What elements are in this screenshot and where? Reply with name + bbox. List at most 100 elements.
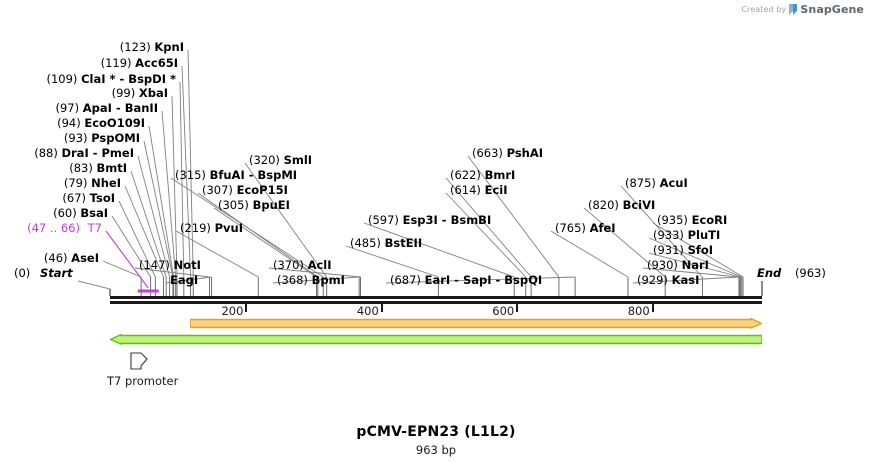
enzyme-name: Acc65I — [135, 56, 178, 70]
ruler-tick-label: 200 — [221, 304, 244, 318]
enzyme-name: BsaI — [80, 206, 108, 220]
enzyme-position: (88) — [34, 146, 58, 160]
enzyme-position: (765) — [555, 221, 586, 235]
t7-promoter-glyph-icon[interactable] — [130, 348, 148, 370]
feature-arrow-shape[interactable] — [110, 334, 762, 345]
enzyme-position: (307) — [202, 183, 233, 197]
enzyme-position: (931) — [653, 243, 684, 257]
enzyme-name: BstEII — [384, 236, 423, 250]
enzyme-position: (320) — [249, 153, 280, 167]
enzyme-label[interactable]: (929) KasI — [637, 274, 699, 286]
enzyme-position: (315) — [175, 168, 206, 182]
enzyme-position: (305) — [218, 198, 249, 212]
enzyme-label[interactable]: (622) BmrI — [450, 169, 515, 181]
green-feature-arrow[interactable] — [110, 334, 762, 345]
enzyme-name: EcoP15I — [236, 183, 288, 197]
feature-t7-position: (47 .. 66) — [27, 221, 80, 235]
enzyme-label[interactable]: (765) AfeI — [555, 222, 616, 234]
enzyme-position: (930) — [647, 258, 678, 272]
enzyme-position: (97) — [55, 101, 80, 115]
enzyme-position: (875) — [625, 176, 656, 190]
cut-site-leader — [148, 125, 175, 278]
enzyme-label[interactable]: (88) DraI - PmeI — [34, 147, 134, 159]
orange-feature-arrow[interactable] — [189, 318, 762, 329]
enzyme-position: (109) — [46, 72, 78, 86]
enzyme-name: EagI — [170, 273, 199, 287]
enzyme-position: (370) — [273, 258, 304, 272]
enzyme-label[interactable]: (320) SmlI — [249, 154, 312, 166]
enzyme-label[interactable]: (933) PluTI — [653, 229, 720, 241]
enzyme-label[interactable]: (93) PspOMI — [64, 132, 140, 144]
enzyme-name: AseI — [71, 251, 99, 265]
enzyme-label[interactable]: (79) NheI — [64, 177, 121, 189]
enzyme-label[interactable]: (485) BstEII — [350, 237, 422, 249]
enzyme-label[interactable]: (935) EcoRI — [657, 214, 727, 226]
enzyme-label[interactable]: (119) Acc65I — [101, 57, 178, 69]
enzyme-name: KasI — [671, 273, 700, 287]
cut-site-leader — [161, 110, 177, 278]
ruler-tick — [651, 304, 654, 312]
enzyme-position: (60) — [53, 206, 77, 220]
enzyme-position: (67) — [62, 191, 86, 205]
enzyme-label[interactable]: (368) BpmI — [277, 274, 345, 286]
enzyme-label[interactable]: (687) EarI - SapI - BspQI — [390, 274, 542, 286]
enzyme-label[interactable]: (597) Esp3I - BsmBI — [368, 214, 491, 226]
enzyme-position: (820) — [588, 198, 619, 212]
enzyme-position: (93) — [63, 131, 88, 145]
enzyme-label[interactable]: (97) ApaI - BanII — [56, 102, 159, 114]
watermark-brand-text: SnapGene — [800, 3, 864, 16]
enzyme-position: (79) — [63, 176, 88, 190]
enzyme-label[interactable]: (307) EcoP15I — [202, 184, 288, 196]
enzyme-label[interactable]: (67) TsoI — [62, 192, 115, 204]
enzyme-name: EcoRI — [691, 213, 728, 227]
ruler-tick — [516, 304, 519, 312]
map-title-block: pCMV-EPN23 (L1L2) 963 bp — [0, 424, 872, 457]
snapgene-watermark: Created by SnapGene — [741, 3, 864, 16]
enzyme-label[interactable]: (663) PshAI — [472, 147, 543, 159]
enzyme-name: AclI — [307, 258, 332, 272]
enzyme-position: (147) — [139, 258, 170, 272]
enzyme-name: BmtI — [96, 161, 127, 175]
enzyme-name: BpmI — [311, 273, 345, 287]
enzyme-position: (622) — [450, 168, 481, 182]
enzyme-name: ApaI - BanII — [82, 101, 158, 115]
enzyme-name: BfuAI - BspMI — [209, 168, 298, 182]
enzyme-name: PluTI — [687, 228, 721, 242]
enzyme-name: DraI - PmeI — [61, 146, 134, 160]
enzyme-label[interactable]: (109) ClaI * - BspDI * — [47, 73, 177, 85]
enzyme-label[interactable]: (614) EciI — [450, 184, 508, 196]
enzyme-label[interactable]: (370) AclI — [273, 259, 332, 271]
enzyme-label[interactable]: (83) BmtI — [69, 162, 127, 174]
enzyme-name: TsoI — [89, 191, 115, 205]
enzyme-label[interactable]: (930) NarI — [647, 259, 709, 271]
enzyme-name: EarI - SapI - BspQI — [424, 273, 543, 287]
end-position: (963) — [794, 266, 826, 280]
enzyme-label[interactable]: (94) EcoO109I — [57, 117, 145, 129]
start-position: (0) — [14, 266, 31, 280]
end-label: End — [757, 266, 782, 280]
enzyme-label[interactable]: (875) AcuI — [625, 177, 688, 189]
enzyme-label[interactable]: (147) NotI — [139, 259, 201, 271]
start-leader — [77, 280, 111, 290]
ruler-tick-label: 400 — [356, 304, 379, 318]
feature-arrow-shape[interactable] — [189, 318, 762, 329]
cut-site-leader — [187, 49, 194, 278]
enzyme-label[interactable]: (60) BsaI — [53, 207, 108, 219]
enzyme-label[interactable]: (123) KpnI — [120, 41, 184, 53]
enzyme-label[interactable]: (315) BfuAI - BspMI — [175, 169, 297, 181]
enzyme-position: (929) — [637, 273, 668, 287]
enzyme-label[interactable]: (931) SfoI — [653, 244, 713, 256]
enzyme-position: (119) — [100, 56, 132, 70]
feature-t7-name: T7 — [87, 221, 102, 235]
enzyme-position: (614) — [450, 183, 481, 197]
enzyme-label[interactable]: EagI — [170, 274, 198, 286]
enzyme-label[interactable]: (46) AseI — [44, 252, 99, 264]
backbone-rule — [110, 299, 762, 301]
enzyme-name: EcoO109I — [84, 116, 145, 130]
enzyme-name: PshAI — [506, 146, 544, 160]
enzyme-label[interactable]: (99) XbaI — [112, 87, 168, 99]
cut-site-leader — [171, 95, 178, 278]
enzyme-label[interactable]: (305) BpuEI — [218, 199, 290, 211]
enzyme-label[interactable]: (219) PvuI — [180, 222, 243, 234]
enzyme-label[interactable]: (820) BciVI — [588, 199, 655, 211]
